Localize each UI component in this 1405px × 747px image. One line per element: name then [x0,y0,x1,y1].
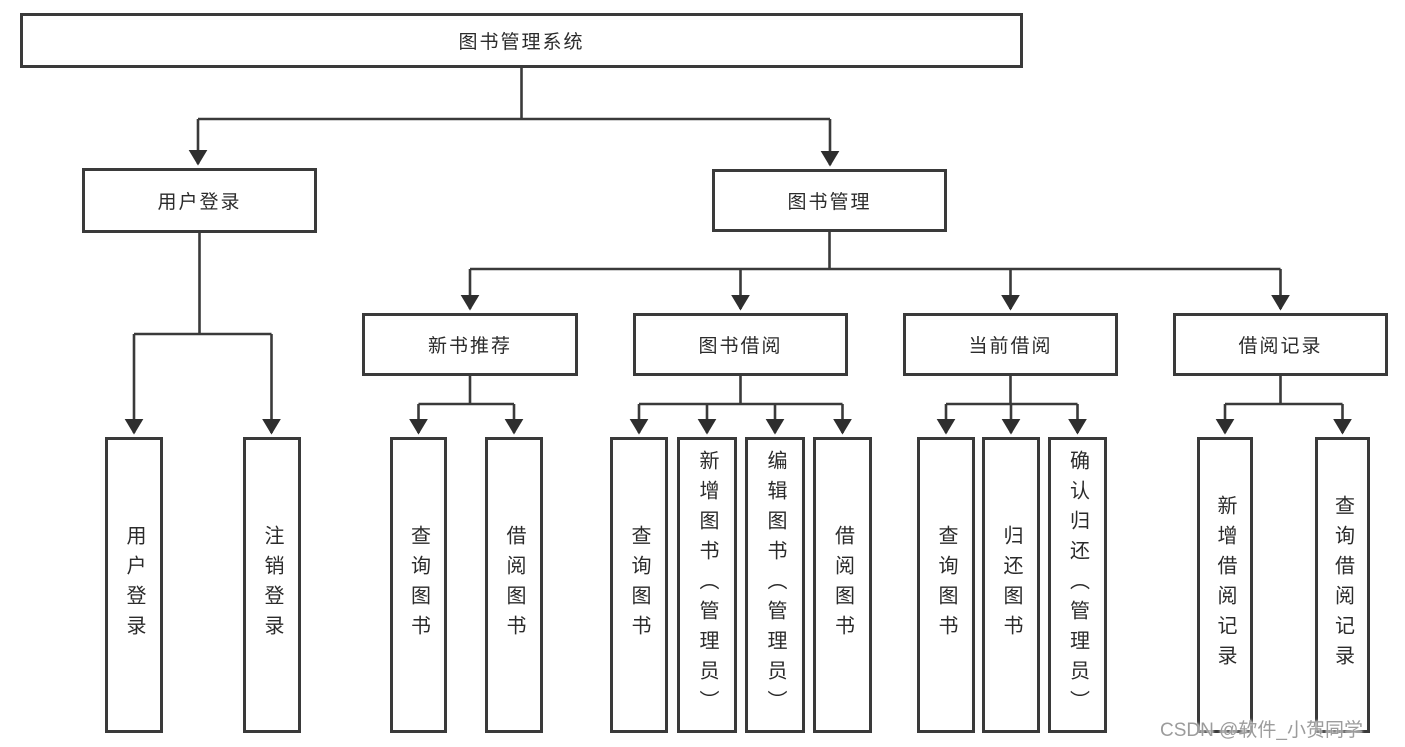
leaf-user-login-label: 用户登录 [123,525,145,645]
leaf-logout: 注销登录 [243,437,301,733]
node-current-borrowing-label: 当前借阅 [968,336,1053,357]
leaf-query-books-recommend-label: 查询图书 [407,525,430,645]
node-library-system-label: 图书管理系统 [458,32,585,53]
connector-book-mgmt-children [460,232,1290,311]
csdn-watermark: CSDN @软件_小贺同学 [1160,720,1363,741]
node-book-borrowing: 图书借阅 [633,313,848,376]
connector-book-borrow-children [629,376,852,435]
leaf-query-books-borrow: 查询图书 [610,437,668,733]
leaf-logout-label: 注销登录 [261,525,283,645]
leaf-query-books-current: 查询图书 [917,437,975,733]
node-book-management-label: 图书管理 [787,192,872,213]
node-borrow-records-label: 借阅记录 [1238,336,1323,357]
leaf-borrow-books-recommend-label: 借阅图书 [503,525,525,645]
leaf-query-borrow-record-label: 查询借阅记录 [1331,495,1354,675]
node-current-borrowing: 当前借阅 [903,313,1118,376]
leaf-edit-books-admin-label: 编辑图书（管理员） [764,450,786,720]
node-user-login-label: 用户登录 [157,192,242,213]
connector-root-to-level2 [188,68,840,167]
leaf-borrow-books-recommend: 借阅图书 [485,437,543,733]
leaf-borrow-books-label: 借阅图书 [831,525,854,645]
leaf-add-borrow-record: 新增借阅记录 [1197,437,1253,733]
leaf-edit-books-admin: 编辑图书（管理员） [745,437,805,733]
connector-borrow-record-children [1215,376,1352,435]
node-book-management: 图书管理 [712,169,947,232]
node-user-login: 用户登录 [82,168,317,233]
node-borrow-records: 借阅记录 [1173,313,1388,376]
leaf-return-books-label: 归还图书 [1000,525,1022,645]
leaf-user-login: 用户登录 [105,437,163,733]
leaf-borrow-books: 借阅图书 [813,437,872,733]
node-new-book-recommend: 新书推荐 [362,313,578,376]
leaf-return-books: 归还图书 [982,437,1040,733]
connector-user-login-children [124,233,281,435]
leaf-add-books-admin: 新增图书（管理员） [677,437,737,733]
leaf-add-borrow-record-label: 新增借阅记录 [1214,495,1236,675]
leaf-add-books-admin-label: 新增图书（管理员） [696,450,718,720]
leaf-query-books-recommend: 查询图书 [390,437,447,733]
connector-new-book-children [409,376,524,435]
node-book-borrowing-label: 图书借阅 [698,336,783,357]
leaf-query-borrow-record: 查询借阅记录 [1315,437,1370,733]
node-library-system: 图书管理系统 [20,13,1023,68]
leaf-confirm-return-admin: 确认归还（管理员） [1048,437,1107,733]
leaf-query-books-borrow-label: 查询图书 [628,525,650,645]
leaf-confirm-return-admin-label: 确认归还（管理员） [1066,450,1089,720]
connector-current-borrow-children [936,376,1087,435]
node-new-book-recommend-label: 新书推荐 [427,336,512,357]
leaf-query-books-current-label: 查询图书 [935,525,957,645]
